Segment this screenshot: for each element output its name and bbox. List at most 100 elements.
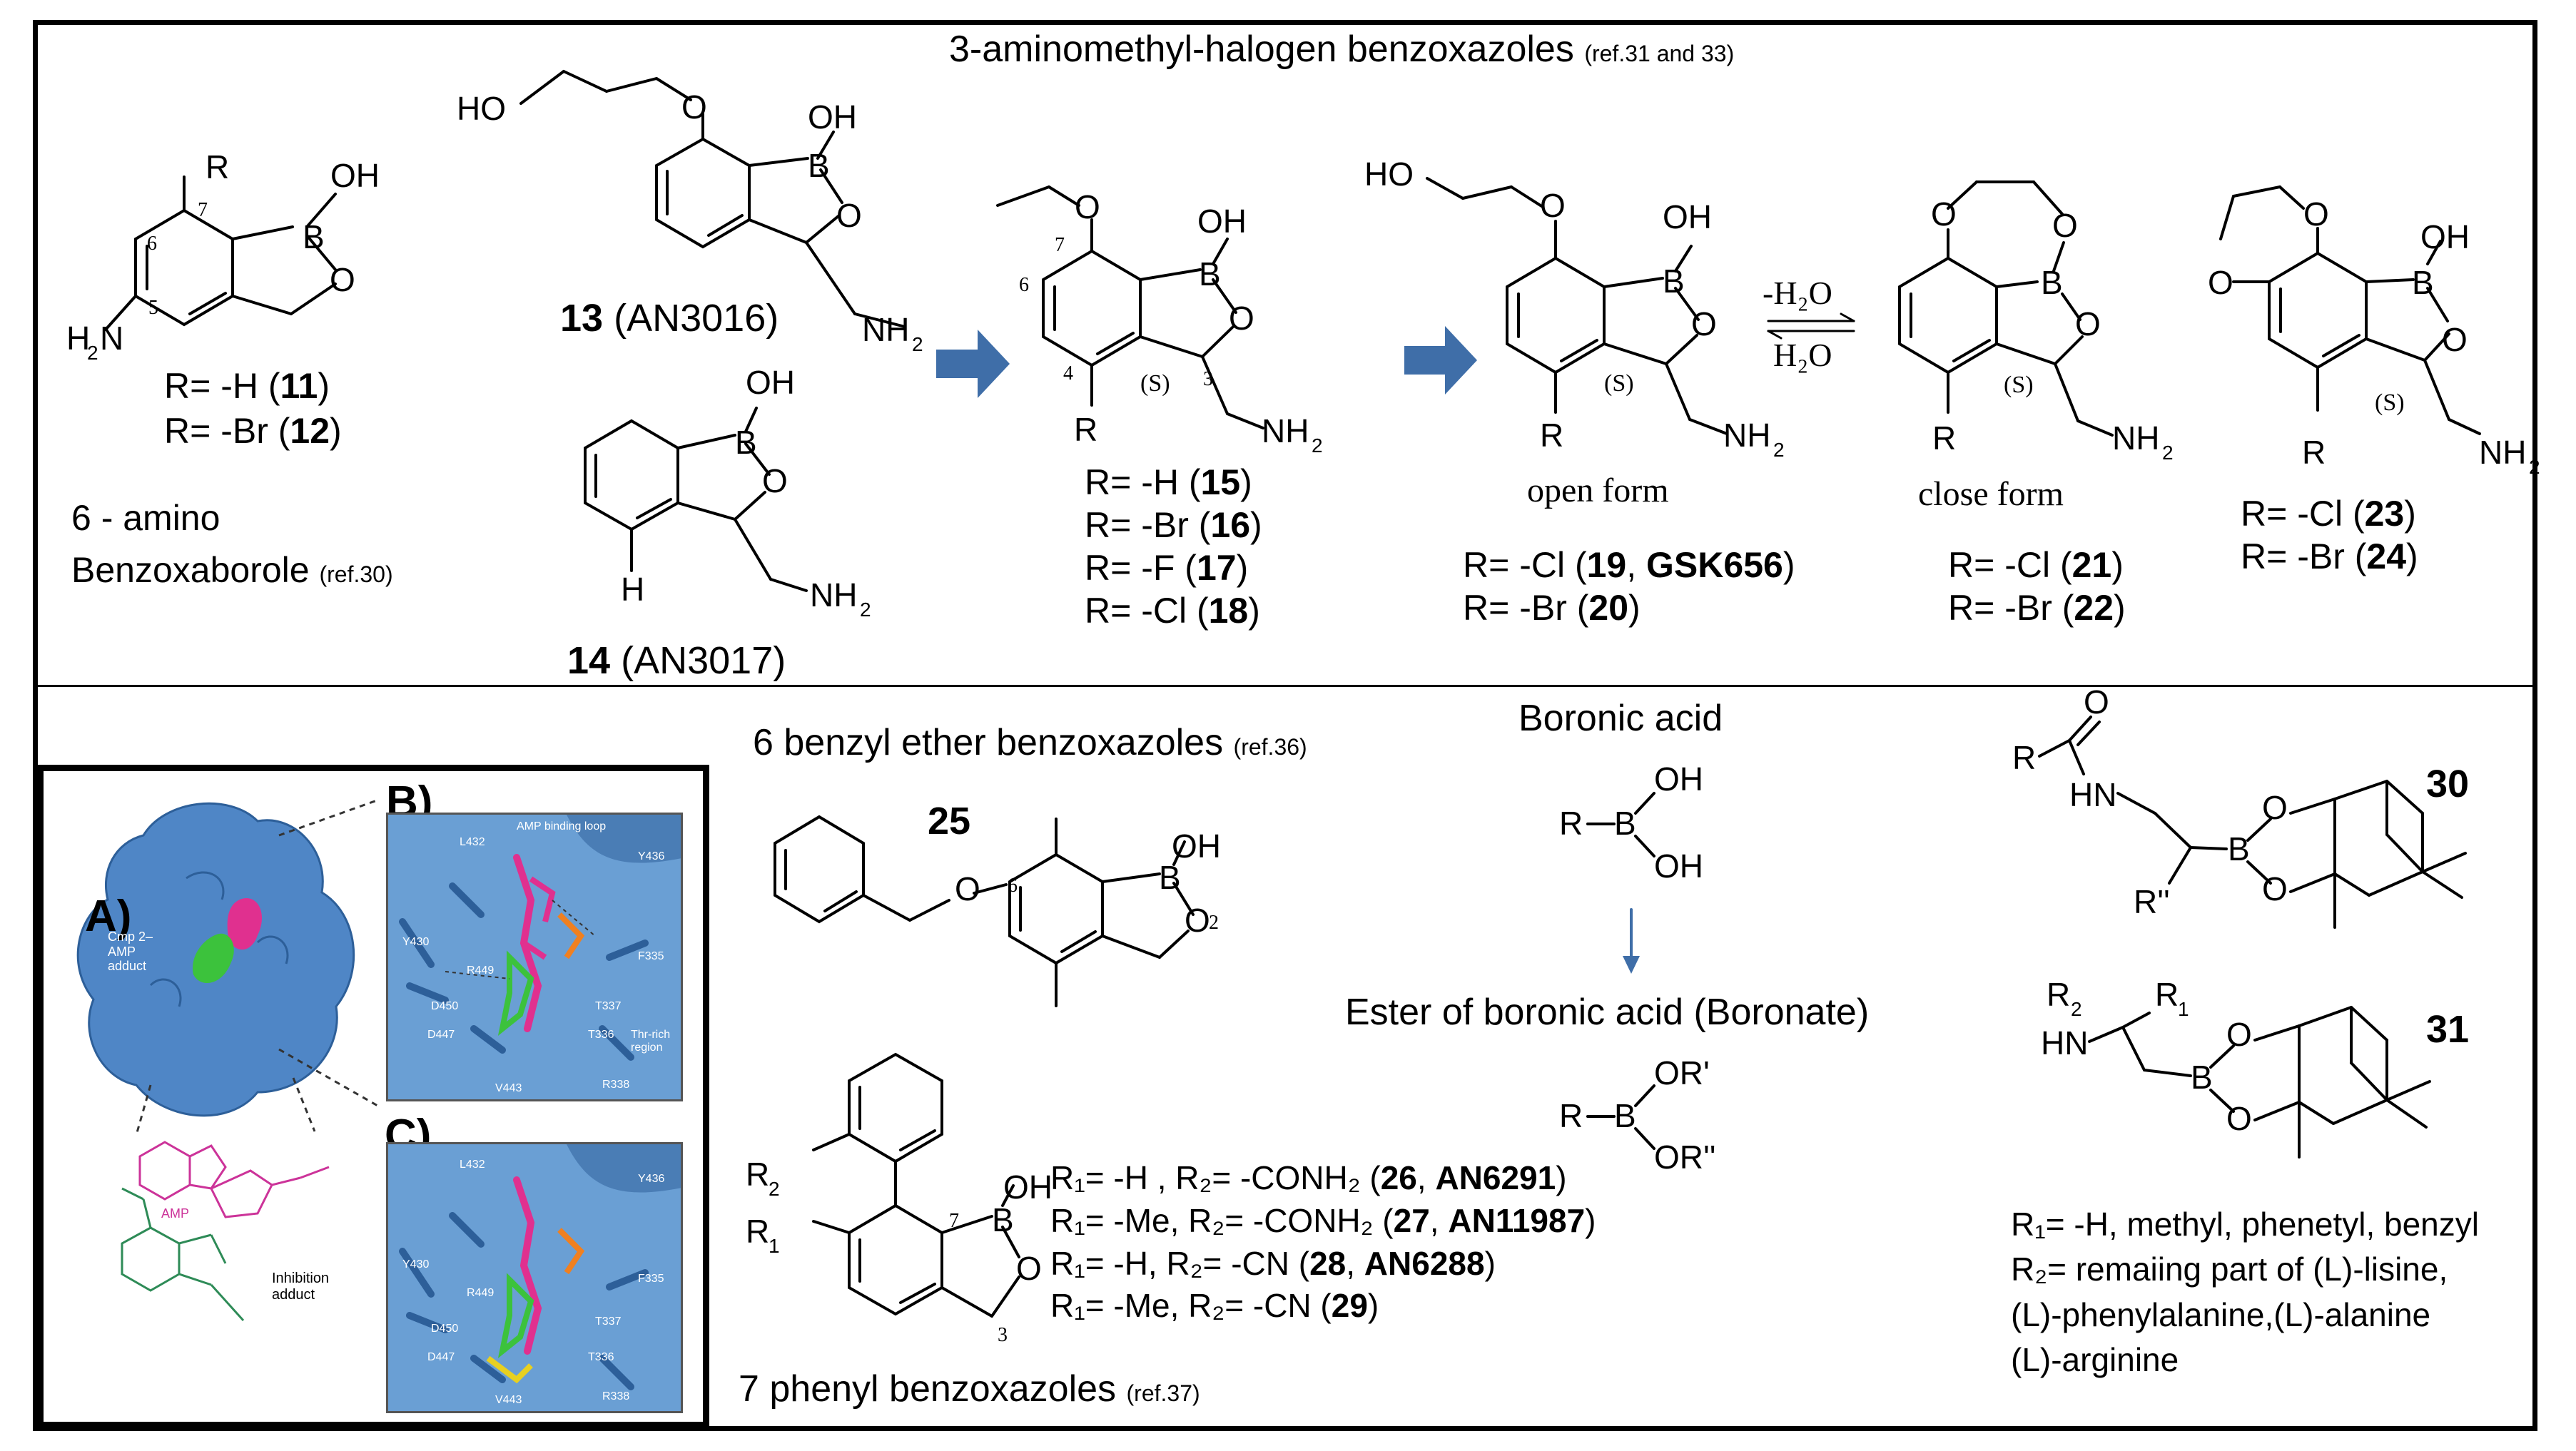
title-ref: (ref.31 and 33): [1584, 41, 1735, 66]
svg-text:R: R: [1074, 411, 1097, 448]
row-text: R₁= -H, R₂= -CN (: [1050, 1244, 1310, 1282]
adduct-note: Cmp 2–AMP adduct: [108, 930, 153, 974]
arrow-right-icon: [936, 330, 1010, 398]
compound-25-label: 25: [928, 800, 971, 842]
title-text: 7 phenyl benzoxazoles: [739, 1368, 1117, 1410]
residue-d450: D450: [431, 1323, 459, 1335]
row-20: R= -Br (20): [1463, 588, 1641, 628]
row-text: R= -Br (: [1948, 588, 2074, 628]
svg-text:5: 5: [148, 297, 158, 319]
svg-text:OH: OH: [808, 98, 857, 136]
svg-text:O: O: [2052, 207, 2078, 244]
row-close: ): [1240, 462, 1252, 502]
group-23-list: R= -Cl (23) R= -Br (24): [2241, 492, 2418, 578]
svg-text:B: B: [2412, 264, 2434, 301]
svg-text:O: O: [2208, 264, 2233, 301]
svg-text:O: O: [1931, 195, 1957, 233]
compound-number: 12: [290, 410, 330, 451]
svg-text:O: O: [2226, 1016, 2252, 1053]
amino-r-list: R= -H (11) R= -Br (12): [164, 364, 342, 453]
svg-text:B: B: [1614, 1097, 1636, 1134]
svg-text:(S): (S): [1140, 370, 1170, 397]
r2-definition-line1: R₂= remaiing part of (L)-lisine,: [2011, 1251, 2448, 1288]
inhibition-adduct-label: Inhibition adduct: [272, 1271, 330, 1303]
svg-text:H: H: [621, 571, 644, 608]
svg-text:2: 2: [1209, 912, 1219, 934]
row-text: R= -Cl (: [1948, 545, 2072, 585]
residue-y436: Y436: [638, 1173, 665, 1185]
row-close: ): [1250, 505, 1262, 545]
compound-13-label: 13 (AN3016): [560, 296, 779, 340]
row-text: R= -Br (: [2241, 536, 2367, 576]
group-15-list: R= -H (15) R= -Br (16) R= -F (17) R= -Cl…: [1085, 461, 1262, 632]
svg-text:R: R: [746, 1213, 769, 1250]
compound-code: GSK656: [1646, 545, 1783, 585]
svg-text:R: R: [206, 148, 229, 185]
r2-definition-line2: (L)-phenylalanine,(L)-alanine: [2011, 1295, 2431, 1333]
row-29: R₁= -Me, R₂= -CN (29): [1050, 1287, 1379, 1325]
row-text: R₁= -H , R₂= -CONH₂ (: [1050, 1159, 1381, 1196]
compound-14-label: 14 (AN3017): [567, 638, 786, 683]
row-15: R= -H (15): [1085, 461, 1262, 504]
svg-text:3: 3: [998, 1324, 1008, 1346]
section-divider: [33, 685, 2537, 687]
svg-text:HN: HN: [2069, 776, 2116, 813]
svg-text:O: O: [1691, 305, 1717, 342]
svg-text:B: B: [1663, 263, 1685, 300]
residue-y430: Y430: [402, 1258, 430, 1271]
svg-text:HO: HO: [457, 90, 506, 127]
title-text: 6 benzyl ether benzoxazoles: [753, 722, 1224, 763]
residue-r449: R449: [467, 964, 495, 977]
phenyl-section-title: 7 phenyl benzoxazoles (ref.37): [739, 1368, 1200, 1411]
row-text: R= -H (: [1085, 462, 1201, 502]
binding-site-panel-c: L432 Y436 Y430 R449 D450 D447 T337 F335 …: [386, 1142, 683, 1413]
svg-text:B: B: [1199, 255, 1221, 292]
svg-text:R: R: [2047, 976, 2070, 1013]
open-form-label: open form: [1527, 472, 1669, 509]
residue-y430: Y430: [402, 936, 430, 948]
residue-d447: D447: [427, 1029, 455, 1041]
row-28: R₁= -H, R₂= -CN (28, AN6288): [1050, 1244, 1496, 1282]
phenyl-list: R₁= -H , R₂= -CONH₂ (26, AN6291) R₁= -Me…: [1050, 1157, 1596, 1328]
compound-number: 29: [1331, 1287, 1368, 1325]
compound-number: 11: [280, 366, 318, 406]
svg-text:OH: OH: [330, 157, 380, 194]
svg-text:OH: OH: [1654, 760, 1703, 798]
compound-code: AN6288: [1364, 1244, 1485, 1282]
amp-binding-loop-label: AMP binding loop: [517, 820, 607, 833]
svg-text:OH: OH: [1197, 203, 1247, 240]
boronic-acid-title: Boronic acid: [1518, 698, 1723, 739]
svg-text:4: 4: [1063, 362, 1073, 385]
svg-text:(S): (S): [2375, 390, 2405, 416]
boronate-title: Ester of boronic acid (Boronate): [1345, 992, 1870, 1033]
compound-31-label: 31: [2426, 1008, 2470, 1051]
svg-text:6: 6: [147, 233, 157, 255]
svg-text:OH: OH: [1654, 847, 1703, 885]
svg-text:R: R: [1932, 419, 1956, 457]
svg-text:2: 2: [1312, 434, 1323, 457]
row-text: R₁= -Me, R₂= -CONH₂ (: [1050, 1201, 1394, 1239]
svg-text:B: B: [1159, 859, 1181, 896]
svg-text:NH: NH: [1723, 417, 1770, 454]
amino-row-11: R= -H (11): [164, 366, 330, 406]
r2-definition-line3: (L)-arginine: [2011, 1341, 2179, 1379]
svg-text:OH: OH: [1003, 1169, 1053, 1206]
benzyl-section-title: 6 benzyl ether benzoxazoles (ref.36): [753, 722, 1307, 765]
row-27: R₁= -Me, R₂= -CONH₂ (27, AN11987): [1050, 1201, 1596, 1239]
svg-text:6: 6: [1019, 274, 1029, 296]
arrow-right-icon: [1404, 326, 1477, 394]
svg-text:7: 7: [949, 1210, 959, 1232]
row-text: R= -Cl (: [1085, 591, 1209, 631]
svg-text:3: 3: [1203, 368, 1213, 390]
svg-text:O: O: [1075, 188, 1100, 225]
class-ref: (ref.30): [319, 561, 393, 587]
svg-text:B: B: [303, 218, 325, 255]
row-22: R= -Br (22): [1948, 588, 2126, 628]
svg-text:B: B: [992, 1201, 1014, 1238]
residue-r338: R338: [602, 1390, 630, 1402]
residue-f335: F335: [638, 1273, 664, 1285]
